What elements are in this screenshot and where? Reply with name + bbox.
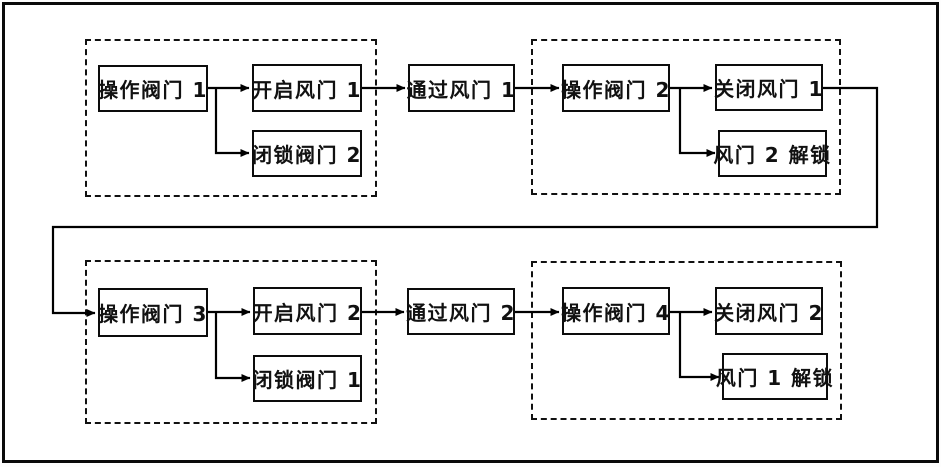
flow-box-lock-valve-2: 闭锁阀门 2 [252,130,362,177]
flow-box-operate-valve-1: 操作阀门 1 [98,65,208,112]
flow-box-open-damper-2: 开启风门 2 [253,287,362,335]
connector-row1-to-row2 [51,86,879,317]
arrow-valve4-to-damper1unlock [678,312,720,381]
flow-box-operate-valve-2: 操作阀门 2 [561,64,670,112]
arrow-valve2-to-damper2unlock [678,88,716,157]
flow-box-pass-damper-2: 通过风门 2 [406,288,515,335]
flow-box-open-damper-1: 开启风门 1 [252,64,362,112]
flow-box-operate-valve-3: 操作阀门 3 [98,288,208,337]
flow-box-lock-valve-1: 闭锁阀门 1 [253,355,362,402]
arrow-valve3-to-lockvalve1 [214,312,251,382]
flow-box-close-damper-1: 关闭风门 1 [714,64,823,111]
stage-group-close-damper-2 [531,261,842,420]
arrow-valve1-to-lockvalve2 [214,88,250,157]
stage-group-open-damper-2 [85,260,377,424]
flow-box-operate-valve-4: 操作阀门 4 [561,287,670,335]
flow-box-pass-damper-1: 通过风门 1 [407,64,515,112]
flow-box-damper-1-unlock: 风门 1 解锁 [716,353,833,400]
stage-group-open-damper-1 [85,39,377,197]
stage-group-close-damper-1 [531,39,841,195]
flow-box-close-damper-2: 关闭风门 2 [714,287,823,335]
flow-box-damper-2-unlock: 风门 2 解锁 [713,130,830,177]
